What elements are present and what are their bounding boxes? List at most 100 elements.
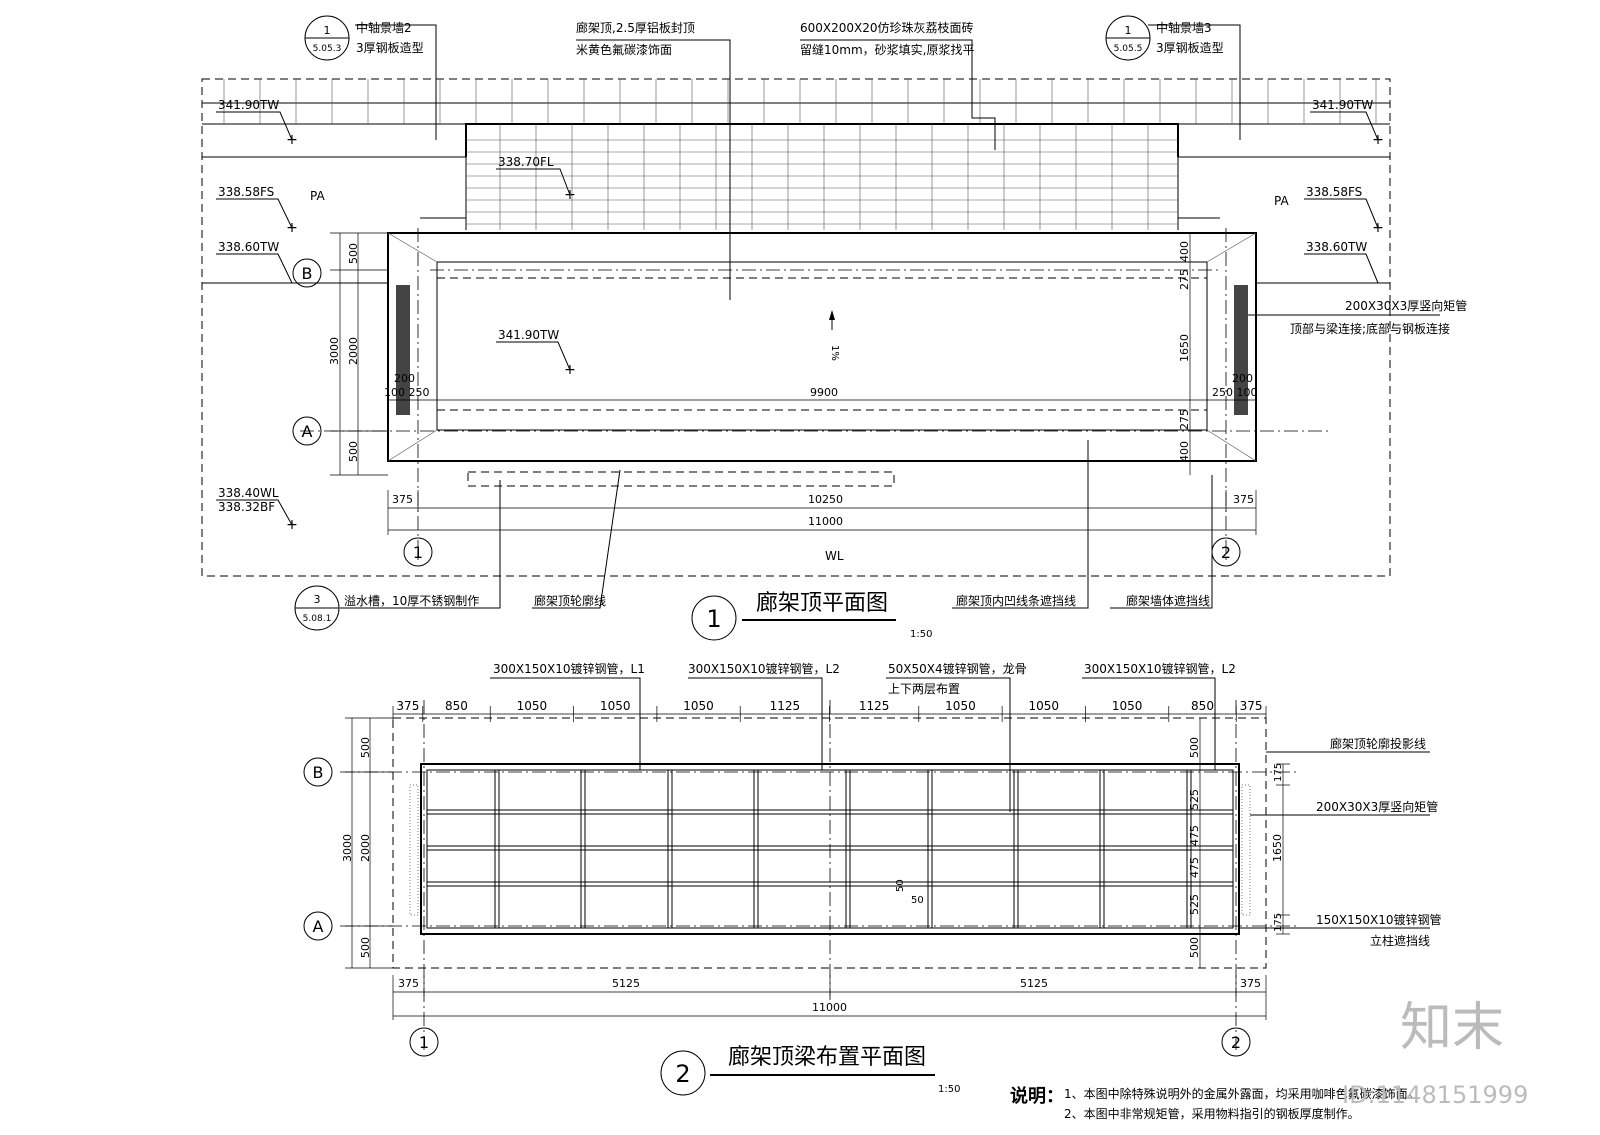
svg-text:1: 1	[324, 24, 331, 37]
svg-text:1:50: 1:50	[938, 1084, 960, 1095]
plan2-title: 廊架顶梁布置平面图	[728, 1045, 926, 1070]
plan2-bottom-dims: 375 5125 5125 375 11000	[392, 975, 1267, 1020]
svg-text:341.90TW: 341.90TW	[498, 328, 559, 342]
svg-text:9900: 9900	[810, 386, 838, 399]
general-notes: 说明： 1、本图中除特殊说明外的金属外露面，均采用咖啡色氟碳漆饰面。 2、本图中…	[1010, 1085, 1420, 1121]
beam-l2-note-b: 300X150X10镀锌钢管，L2	[1084, 661, 1236, 676]
vertical-tube-left	[396, 285, 410, 415]
keel-note-1: 50X50X4镀锌钢管，龙骨	[888, 661, 1027, 676]
branding: 知末 ID:1148151999	[1342, 998, 1528, 1109]
wall2-sub: 3厚钢板造型	[356, 41, 424, 55]
svg-text:2000: 2000	[359, 834, 372, 862]
ref-bubble-wall3: 1 5.05.5	[1105, 15, 1151, 61]
svg-text:1: 1	[419, 1033, 429, 1052]
svg-text:+: +	[564, 187, 576, 203]
site-boundary	[201, 78, 1391, 577]
plan1-dimensions: 500 2000 3000 500 400 275 1650 275 400 2…	[328, 232, 1258, 535]
notes-line1: 1、本图中除特殊说明外的金属外露面，均采用咖啡色氟碳漆饰面。	[1064, 1086, 1420, 1101]
svg-text:500: 500	[359, 737, 372, 758]
svg-text:375: 375	[392, 493, 413, 506]
svg-text:500: 500	[1188, 737, 1201, 758]
svg-text:2: 2	[1231, 1033, 1241, 1052]
svg-text:3: 3	[314, 593, 321, 606]
svg-text:10250: 10250	[808, 493, 843, 506]
svg-text:5.05.3: 5.05.3	[313, 44, 342, 54]
notes-line2: 2、本图中非常规矩管，采用物料指引的钢板厚度制作。	[1064, 1106, 1360, 1121]
plan1-axis-a: A	[292, 416, 322, 446]
svg-text:2000: 2000	[347, 337, 360, 365]
wall3-sub: 3厚钢板造型	[1156, 41, 1224, 55]
pa-left: PA	[310, 189, 325, 203]
svg-text:1: 1	[413, 543, 423, 562]
dim-50-h: 50	[911, 895, 924, 906]
roof-outline-note: 廊架顶轮廓线	[534, 593, 606, 608]
svg-text:5.08.1: 5.08.1	[303, 614, 332, 624]
svg-text:B: B	[313, 763, 324, 782]
svg-text:275: 275	[1178, 409, 1191, 430]
wall2-title: 中轴景墙2	[356, 20, 412, 35]
beam-l1-note: 300X150X10镀锌钢管，L1	[493, 661, 645, 676]
roof-inner-groove	[436, 261, 1208, 431]
svg-text:338.60TW: 338.60TW	[218, 240, 279, 254]
svg-text:175: 175	[1273, 763, 1284, 782]
dim-50-v: 50	[895, 879, 906, 892]
plan1-roof-plan: 1 5.05.3 1 5.05.5 3 5.08.1 中轴景墙2 3厚钢板造型 …	[201, 15, 1467, 641]
svg-text:100 250: 100 250	[384, 386, 430, 399]
plan1-title-block: 1 廊架顶平面图 1:50	[691, 591, 932, 641]
svg-text:+: +	[564, 362, 576, 378]
pa-right: PA	[1274, 194, 1289, 208]
plan2-left-dims: 500 2000 3000 500	[341, 717, 393, 969]
groove-note: 廊架顶内凹线条遮挡线	[956, 593, 1076, 608]
plan1-leaders	[340, 24, 1440, 609]
svg-text:375: 375	[1240, 977, 1261, 990]
plan2-axis-a: A	[303, 911, 333, 941]
svg-text:341.90TW: 341.90TW	[1312, 98, 1373, 112]
svg-text:5.05.5: 5.05.5	[1114, 44, 1143, 54]
svg-text:525: 525	[1188, 894, 1201, 915]
svg-text:338.70FL: 338.70FL	[498, 155, 554, 169]
tube-note-2: 顶部与梁连接;底部与钢板连接	[1290, 321, 1450, 336]
top-dim-label: 850	[445, 699, 468, 713]
plan1-axis-2: 2	[1211, 537, 1241, 567]
svg-text:1: 1	[1125, 24, 1132, 37]
plan1-title: 廊架顶平面图	[756, 591, 888, 616]
svg-text:11000: 11000	[808, 515, 843, 528]
top-dim-label: 850	[1191, 699, 1214, 713]
svg-text:200: 200	[1232, 372, 1253, 385]
roof-projection-outline	[392, 717, 1267, 969]
svg-text:500: 500	[359, 937, 372, 958]
plan2-right-dims: 500 525 475 475 525 500 175 1650 175	[1188, 718, 1290, 968]
svg-text:+: +	[286, 517, 298, 533]
roof-outer	[387, 232, 1257, 462]
svg-text:+: +	[1372, 220, 1384, 236]
tile-note-2: 留缝10mm，砂浆填实,原浆找平	[800, 42, 974, 57]
svg-text:500: 500	[1188, 937, 1201, 958]
plan2-leaders	[490, 677, 1430, 929]
overflow-note: 溢水槽，10厚不锈钢制作	[344, 594, 479, 608]
svg-text:1: 1	[706, 605, 721, 633]
top-dim-label: 1050	[683, 699, 714, 713]
tile-area	[420, 123, 1220, 230]
svg-text:338.32BF: 338.32BF	[218, 500, 275, 514]
top-dim-label: 1050	[1029, 699, 1060, 713]
top-paving-grid	[202, 79, 1390, 158]
top-dim-label: 1050	[1112, 699, 1143, 713]
top-dim-label: 1125	[770, 699, 801, 713]
svg-text:375: 375	[1233, 493, 1254, 506]
vertical-tube-right	[1234, 285, 1248, 415]
plan2-beam-plan: 300X150X10镀锌钢管，L1 300X150X10镀锌钢管，L2 50X5…	[303, 661, 1442, 1096]
svg-text:338.58FS: 338.58FS	[1306, 185, 1362, 199]
wall-hidden-note: 廊架墙体遮挡线	[1126, 593, 1210, 608]
plan2-title-block: 2 廊架顶梁布置平面图 1:50	[660, 1045, 960, 1096]
svg-text:275: 275	[1178, 269, 1191, 290]
top-dim-label: 375	[1240, 699, 1263, 713]
tube-left	[409, 784, 419, 916]
plan2-axis-b: B	[303, 757, 333, 787]
tube-note: 200X30X3厚竖向矩管	[1316, 799, 1438, 814]
svg-text:338.60TW: 338.60TW	[1306, 240, 1367, 254]
notes-heading: 说明：	[1010, 1085, 1064, 1107]
svg-text:A: A	[313, 917, 324, 936]
level-markers: 341.90TW + 341.90TW + 338.70FL + 338.58F…	[216, 98, 1384, 533]
